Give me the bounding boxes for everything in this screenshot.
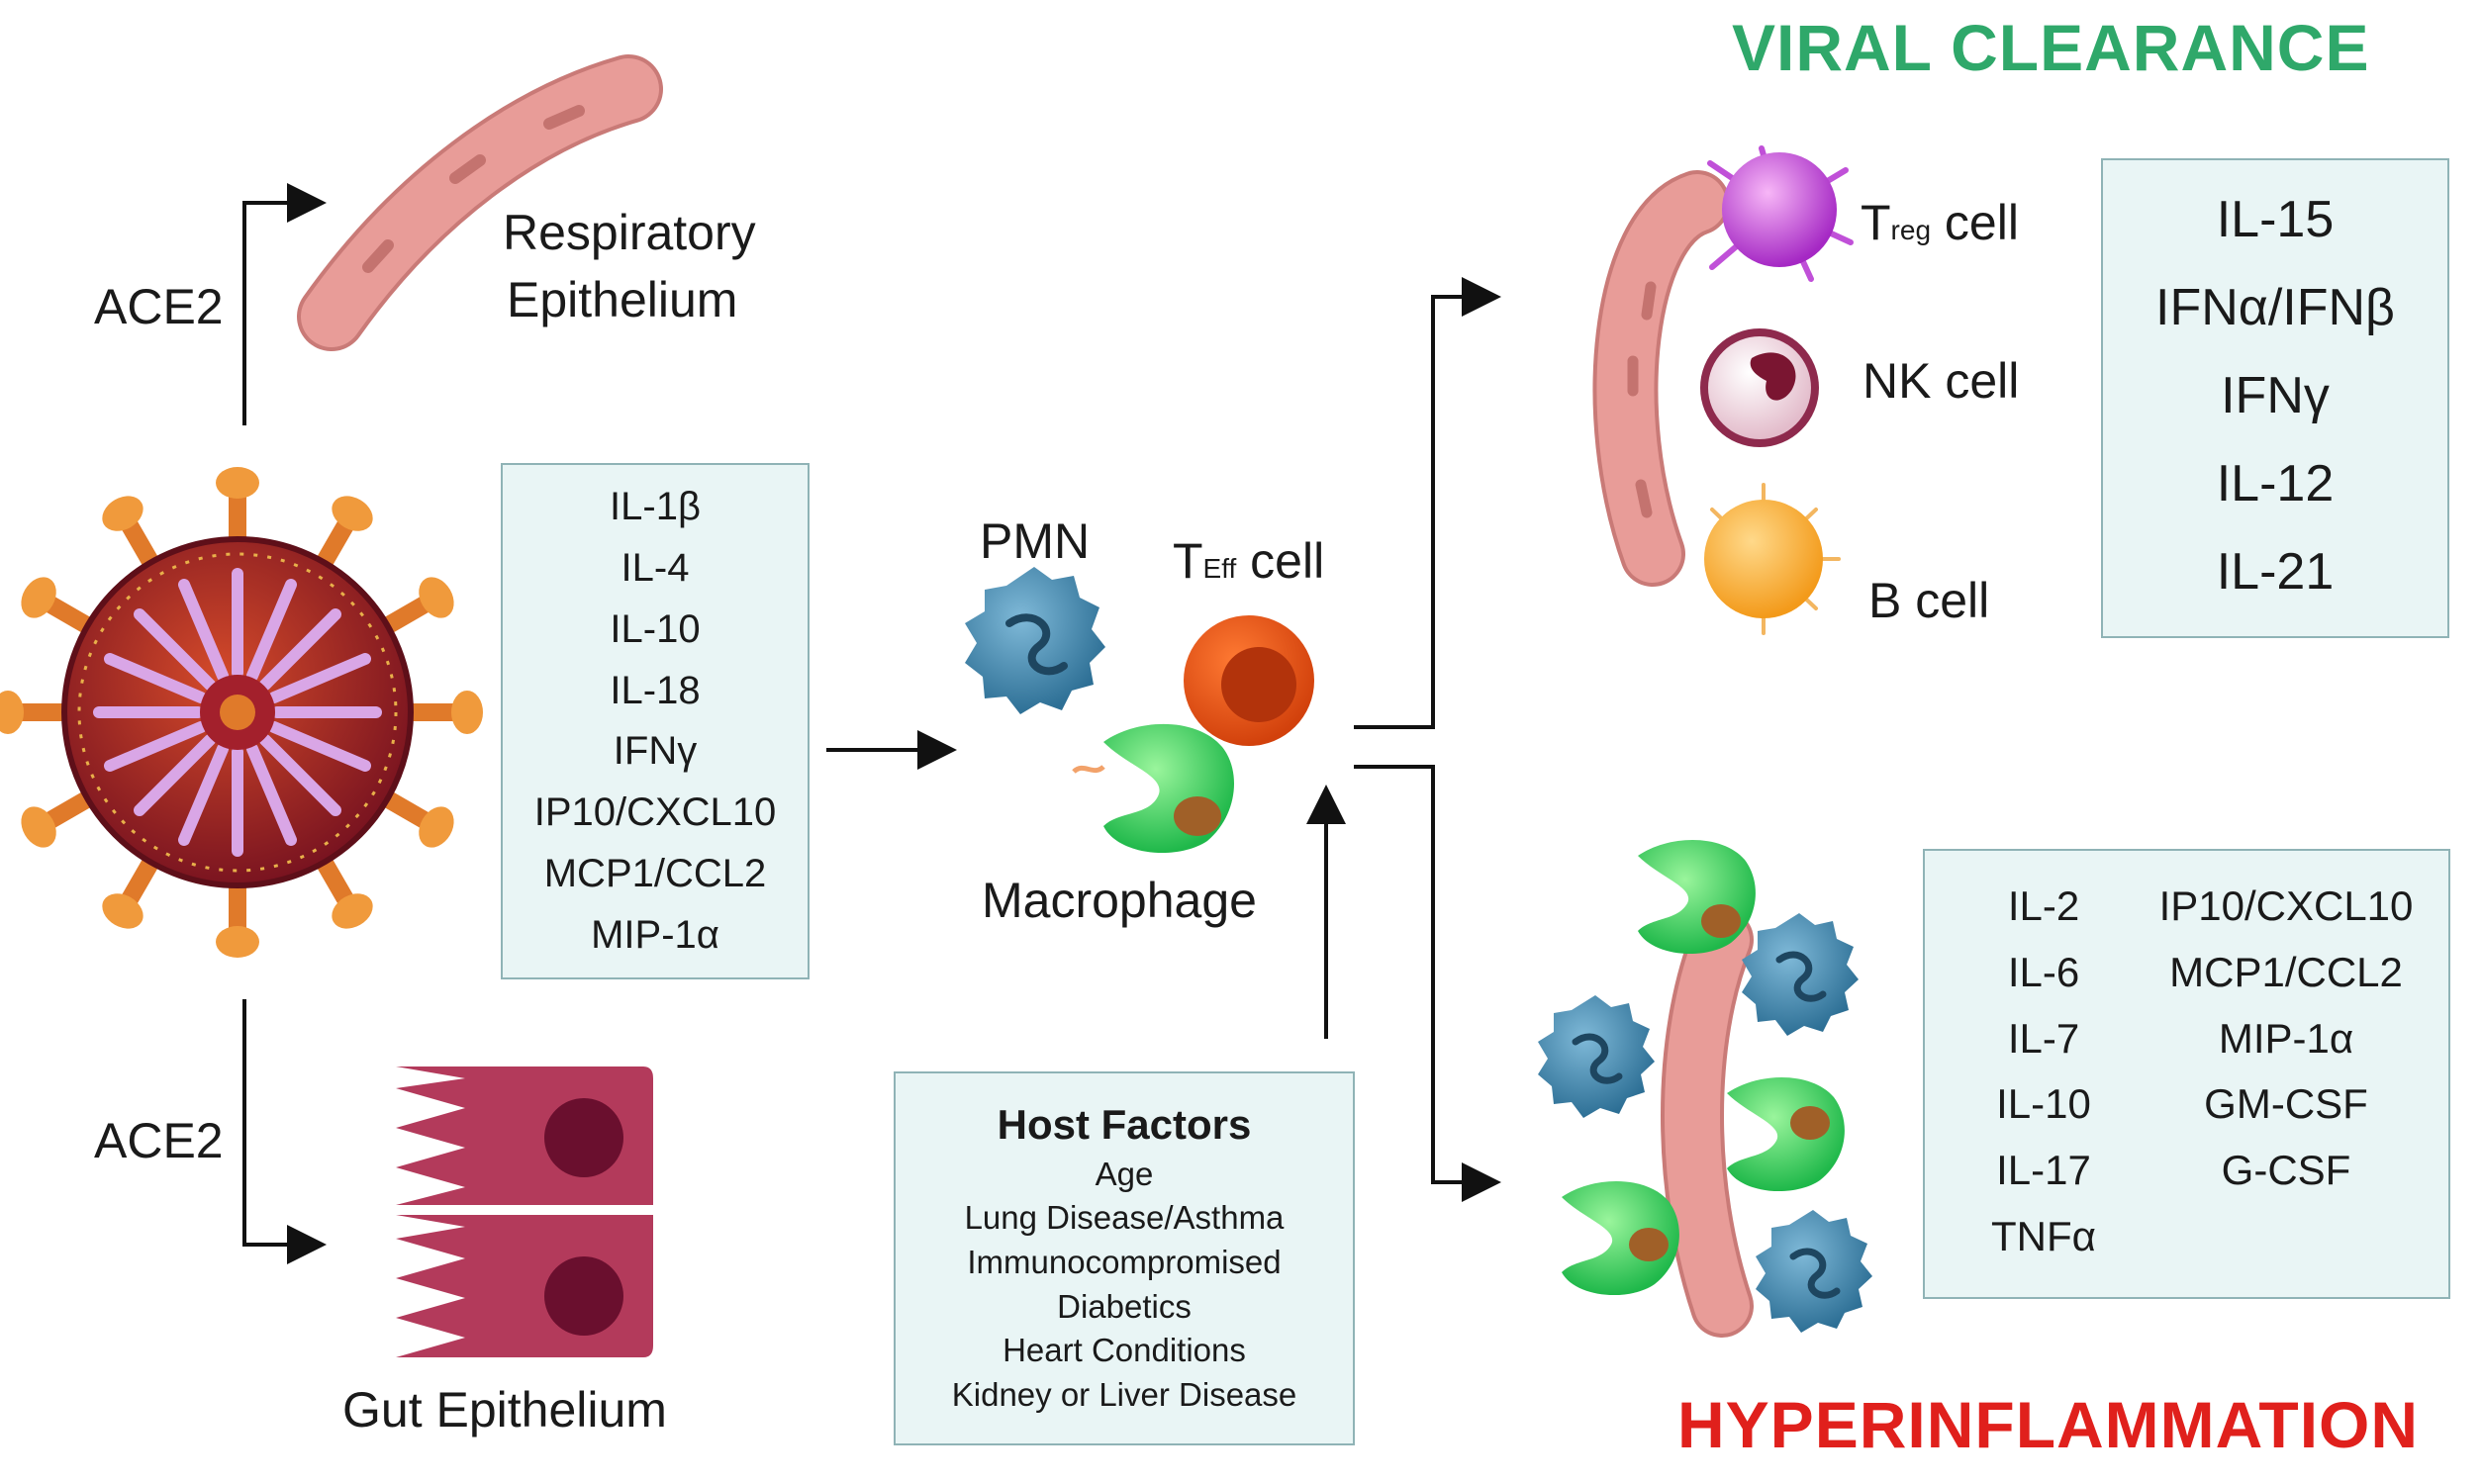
hyperinflammation-title: HYPERINFLAMMATION bbox=[1677, 1388, 2420, 1461]
cytokine-item: IFNγ bbox=[613, 729, 698, 774]
nk-cell-label: NK cell bbox=[1862, 353, 2020, 409]
cytokine-item: IFNγ bbox=[2221, 367, 2330, 424]
cytokine-item: IL-15 bbox=[2216, 191, 2335, 248]
pmn-cell-illustration bbox=[965, 567, 1105, 714]
cytokine-item: IL-17 bbox=[1996, 1147, 2091, 1194]
respiratory-label-line1: Respiratory bbox=[503, 205, 756, 260]
teff-cell-label: TEff cell bbox=[1173, 533, 1325, 589]
viral-clearance-title: VIRAL CLEARANCE bbox=[1732, 11, 2370, 84]
host-factor-item: Heart Conditions bbox=[1003, 1332, 1246, 1369]
b-cell-illustration bbox=[1704, 483, 1841, 635]
cytokine-item: MCP1/CCL2 bbox=[543, 852, 767, 896]
coronavirus-illustration bbox=[0, 467, 483, 958]
host-factor-item: Diabetics bbox=[1057, 1287, 1192, 1325]
arrow-to-hyperinflammation bbox=[1354, 765, 1501, 1202]
respiratory-label-line2: Epithelium bbox=[507, 272, 738, 327]
clearance-cytokine-box: IL-15 IFNα/IFNβ IFNγ IL-12 IL-21 bbox=[2101, 158, 2449, 638]
teff-cell-illustration bbox=[1184, 615, 1314, 746]
cytokine-item: IL-7 bbox=[2007, 1014, 2080, 1062]
cytokine-item: MIP-1α bbox=[591, 912, 719, 957]
hyper-pmn-2 bbox=[1538, 995, 1655, 1118]
cytokine-item: IL-10 bbox=[610, 606, 701, 651]
hyper-cytokine-column-right: IP10/CXCL10 MCP1/CCL2 MIP-1α GM-CSF G-CS… bbox=[2138, 882, 2435, 1194]
host-factors-box: Host Factors Age Lung Disease/Asthma Imm… bbox=[894, 1071, 1355, 1445]
nk-cell-illustration bbox=[1700, 328, 1819, 447]
virus-cytokine-box: IL-1β IL-4 IL-10 IL-18 IFNγ IP10/CXCL10 … bbox=[501, 463, 810, 979]
hyper-vessel-illustration bbox=[1661, 908, 1754, 1338]
cytokine-item: IL-12 bbox=[2216, 455, 2335, 512]
cytokine-item: IL-18 bbox=[610, 668, 701, 712]
gut-epithelium-illustration bbox=[396, 1067, 653, 1357]
hyper-macrophage-3 bbox=[1562, 1180, 1679, 1296]
arrow-to-respiratory bbox=[242, 183, 327, 425]
cytokine-item: IP10/CXCL10 bbox=[533, 790, 777, 835]
host-factor-item: Age bbox=[1095, 1155, 1154, 1192]
hyper-pmn-3 bbox=[1756, 1210, 1872, 1333]
gut-epithelium-label: Gut Epithelium bbox=[342, 1382, 667, 1438]
pmn-label: PMN bbox=[980, 513, 1091, 569]
host-factor-item: Immunocompromised bbox=[967, 1243, 1282, 1280]
cytokine-item: G-CSF bbox=[2221, 1147, 2351, 1193]
host-factor-item: Lung Disease/Asthma bbox=[964, 1199, 1285, 1237]
cytokine-item: IL-6 bbox=[2007, 948, 2080, 995]
hyper-macrophage-1 bbox=[1638, 839, 1756, 955]
cytokine-item: IP10/CXCL10 bbox=[2158, 882, 2414, 929]
respiratory-epithelium-illustration bbox=[297, 54, 663, 351]
host-factor-item: Kidney or Liver Disease bbox=[951, 1375, 1297, 1413]
ace2-label-top: ACE2 bbox=[94, 279, 224, 334]
treg-cell-illustration bbox=[1707, 145, 1854, 282]
host-factors-title: Host Factors bbox=[997, 1101, 1252, 1148]
cytokine-item: IFNα/IFNβ bbox=[2155, 279, 2395, 336]
cytokine-item: IL-1β bbox=[610, 485, 701, 528]
hyper-cytokine-column-left: IL-2 IL-6 IL-7 IL-10 IL-17 TNFα bbox=[1964, 882, 2123, 1260]
arrow-to-viral-clearance bbox=[1354, 277, 1501, 729]
clearance-vessel-illustration bbox=[1592, 170, 1730, 587]
b-cell-label: B cell bbox=[1868, 573, 1990, 628]
cytokine-item: MIP-1α bbox=[2218, 1014, 2354, 1062]
cytokine-item: IL-21 bbox=[2216, 543, 2335, 601]
cytokine-item: TNFα bbox=[1991, 1212, 2096, 1259]
arrow-to-gut bbox=[242, 999, 327, 1264]
ace2-label-bottom: ACE2 bbox=[94, 1113, 224, 1168]
cytokine-item: IL-10 bbox=[1996, 1080, 2091, 1128]
hyper-cytokine-box: IL-2 IL-6 IL-7 IL-10 IL-17 TNFα IP10/CXC… bbox=[1923, 849, 2450, 1299]
treg-cell-label: Treg cell bbox=[1861, 195, 2019, 250]
macrophage-label: Macrophage bbox=[982, 873, 1257, 928]
cytokine-item: IL-2 bbox=[2007, 882, 2080, 929]
cytokine-item: MCP1/CCL2 bbox=[2169, 948, 2403, 995]
hyper-macrophage-2 bbox=[1727, 1076, 1845, 1192]
cytokine-item: GM-CSF bbox=[2204, 1080, 2368, 1128]
cytokine-item: IL-4 bbox=[621, 545, 690, 590]
hyper-pmn-1 bbox=[1742, 913, 1859, 1036]
macrophage-illustration bbox=[1072, 723, 1234, 853]
